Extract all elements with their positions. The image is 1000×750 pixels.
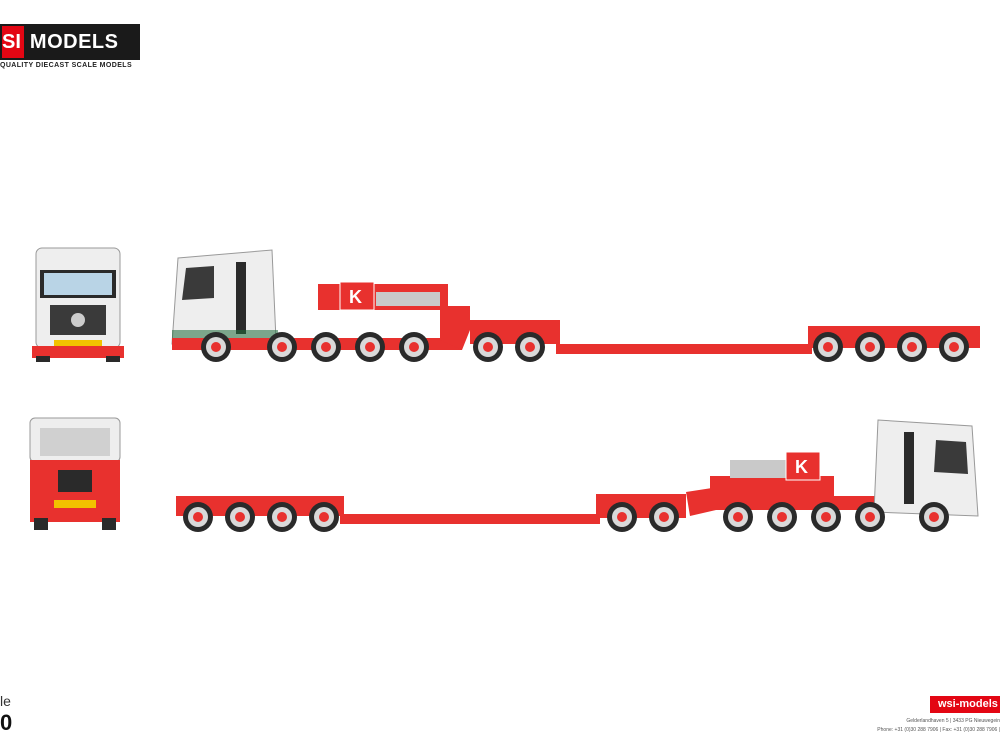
- front-view-truck: [32, 247, 124, 362]
- scale-label: le: [0, 693, 11, 709]
- side-view-truck-left: K: [171, 249, 980, 362]
- footer-address: Gelderlandhaven 5 | 3433 PG Nieuwegein P…: [865, 717, 1000, 735]
- wsi-logo: SI MODELS QUALITY DIECAST SCALE MODELS: [0, 24, 140, 74]
- footer-address-line2: Phone: +31 (0)30 288 7906 | Fax: +31 (0)…: [877, 727, 1000, 733]
- logo-black-part: MODELS: [23, 26, 138, 58]
- trailer-logo-bottom: K: [795, 457, 808, 477]
- footer-address-line1: Gelderlandhaven 5 | 3433 PG Nieuwegein: [906, 718, 1000, 724]
- trailer-logo-top: K: [349, 287, 362, 307]
- side-view-truck-right: K: [176, 419, 979, 532]
- logo-box: SI MODELS: [0, 24, 140, 60]
- rear-view-truck: [29, 417, 121, 530]
- logo-red-part: SI: [2, 26, 24, 58]
- logo-tagline: QUALITY DIECAST SCALE MODELS: [0, 62, 133, 69]
- scale-value: 0: [0, 710, 13, 735]
- footer-badge: wsi-models: [930, 696, 1000, 713]
